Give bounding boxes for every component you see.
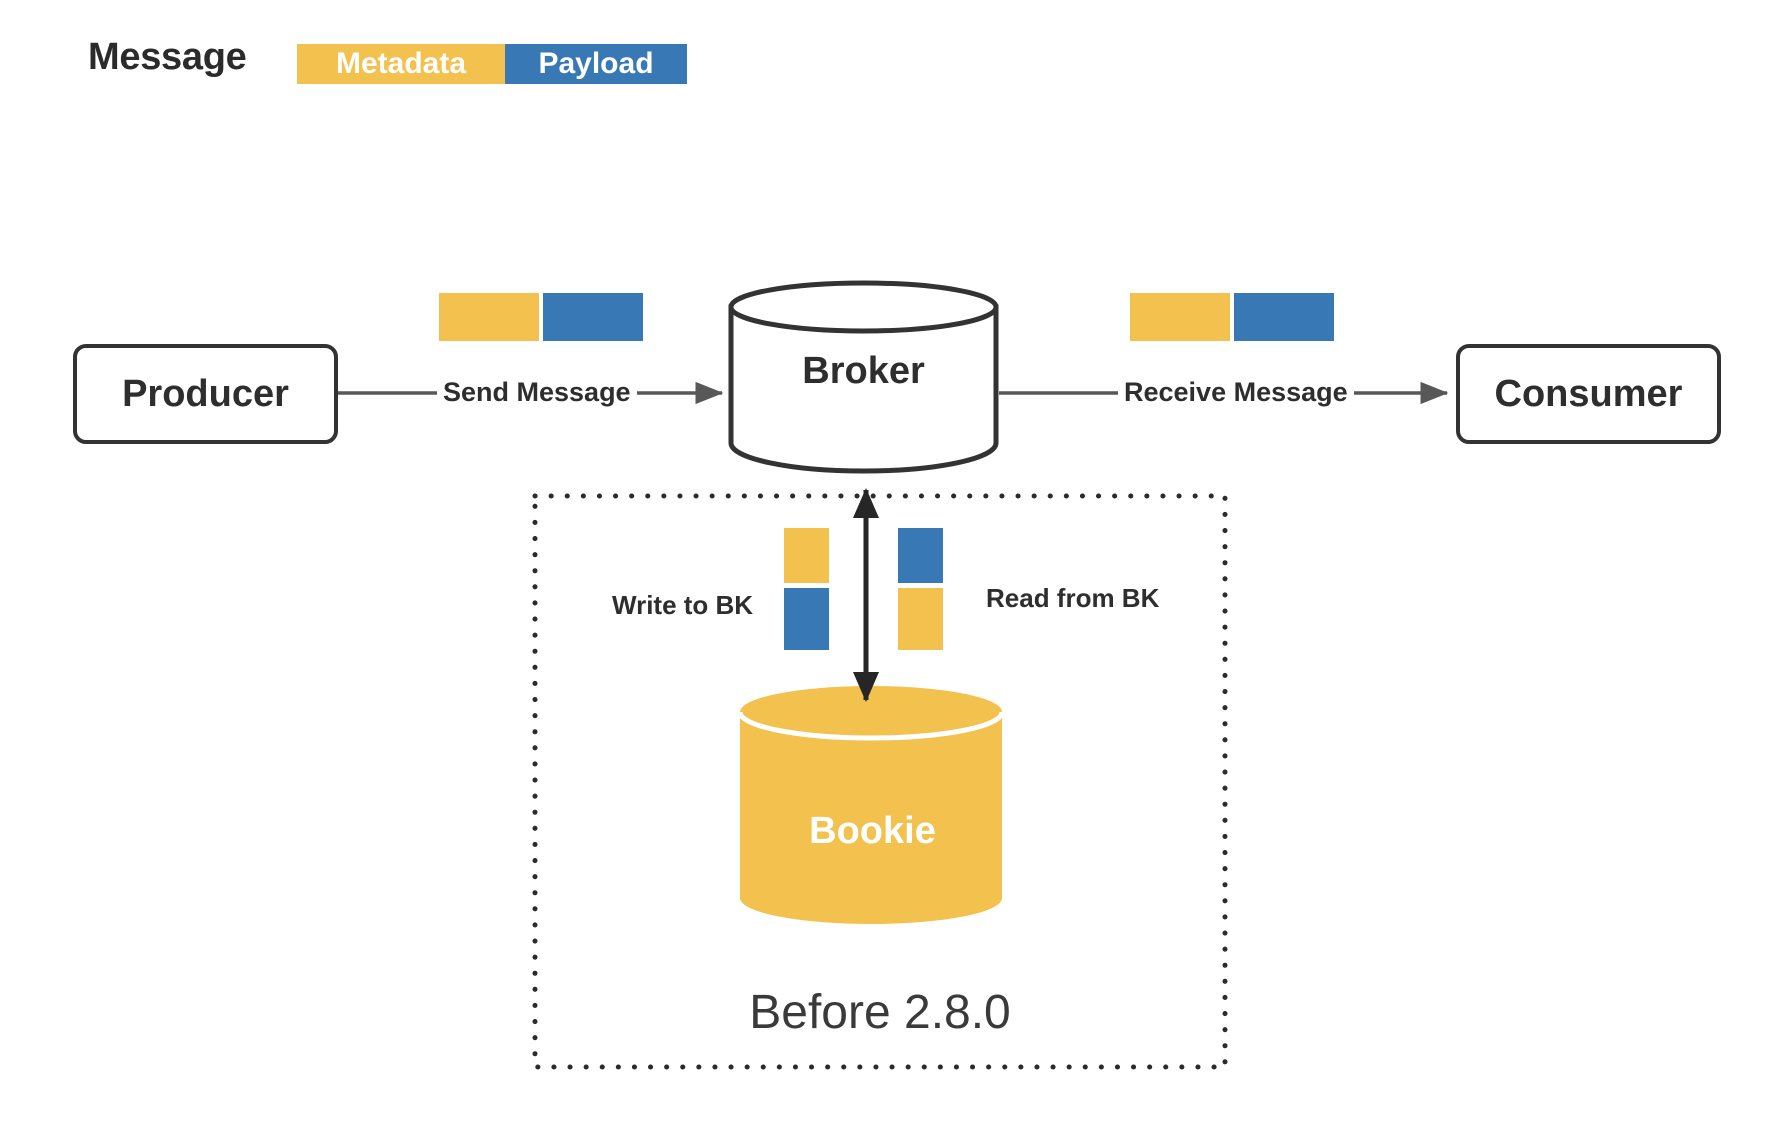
read-payload-block bbox=[898, 528, 943, 583]
region-caption: Before 2.8.0 bbox=[749, 986, 1011, 1039]
producer-label: Producer bbox=[122, 372, 289, 415]
read-from-bk-label: Read from BK bbox=[986, 583, 1160, 613]
write-metadata-block bbox=[784, 528, 829, 583]
read-metadata-block bbox=[898, 588, 943, 650]
receive-message-payload-block bbox=[1234, 293, 1334, 341]
legend-title: Message bbox=[88, 36, 247, 78]
legend-metadata-label: Metadata bbox=[335, 47, 467, 80]
producer-node[interactable]: Producer bbox=[73, 344, 338, 444]
write-payload-block bbox=[784, 588, 829, 650]
send-message-label: Send Message bbox=[437, 377, 637, 408]
send-message-payload-block bbox=[543, 293, 643, 341]
region-before-280-border bbox=[532, 493, 1228, 1070]
consumer-node[interactable]: Consumer bbox=[1456, 344, 1721, 444]
consumer-label: Consumer bbox=[1494, 372, 1683, 415]
send-message-metadata-block bbox=[439, 293, 539, 341]
receive-message-metadata-block bbox=[1130, 293, 1230, 341]
receive-message-label: Receive Message bbox=[1118, 377, 1354, 408]
legend-metadata-chip: Metadata bbox=[297, 44, 505, 84]
legend-payload-chip: Payload bbox=[505, 44, 687, 84]
bookie-cylinder-icon bbox=[737, 686, 1005, 924]
broker-cylinder-icon bbox=[728, 280, 999, 474]
legend-payload-label: Payload bbox=[538, 47, 654, 80]
write-to-bk-label: Write to BK bbox=[612, 590, 754, 620]
